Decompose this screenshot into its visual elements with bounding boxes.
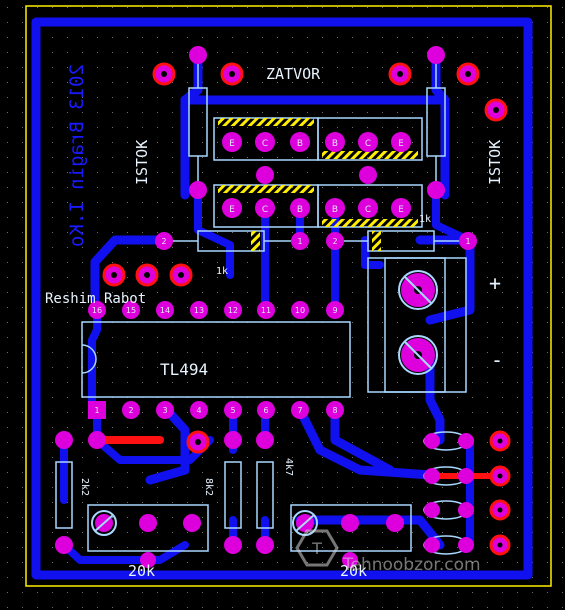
label-zatvor: ZATVOR <box>266 65 321 83</box>
pin-letter: C <box>262 205 268 215</box>
chip-pin-number: 2 <box>128 406 133 415</box>
chip-pin-number: 10 <box>295 306 305 315</box>
chip-pin-number: 7 <box>297 406 302 415</box>
pot-right-label: 20k <box>340 562 367 580</box>
chip-pin-number: 4 <box>196 406 201 415</box>
res-4k7-label: 4k7 <box>283 458 294 476</box>
chip-pin-number: 12 <box>228 306 238 315</box>
pin-letter: C <box>365 139 371 149</box>
istok-left-label: ISTOK <box>133 140 151 185</box>
transistor-pin-letters: E C B B C E E C B B C E <box>229 139 404 215</box>
reshim-label: Reshim Rabot <box>45 291 146 307</box>
transistor-hatch-marks <box>218 118 418 251</box>
chip-pin-number: 13 <box>194 306 204 315</box>
res-pin-number: 2 <box>332 237 337 246</box>
chip-pin-number: 9 <box>332 306 337 315</box>
plus-label: + <box>489 271 501 295</box>
chip-pin-number: 11 <box>261 306 271 315</box>
chip-pin-number: 16 <box>92 306 102 315</box>
res-2k2-label: 2k2 <box>79 478 90 496</box>
chip-label: TL494 <box>160 360 208 379</box>
istok-right-label: ISTOK <box>486 140 504 185</box>
pin-letter: E <box>229 139 235 149</box>
pin-letter: E <box>398 139 404 149</box>
pin-letter: B <box>297 139 303 149</box>
res-1k-left-label: 1k <box>216 266 228 277</box>
pin-letter: B <box>297 205 303 215</box>
pot-left-label: 20k <box>128 562 155 580</box>
resistor-pin-numbers: 2 1 2 1 <box>161 237 470 246</box>
res-pin-number: 2 <box>161 237 166 246</box>
zatvor-label: ZATVOR <box>266 65 321 83</box>
watermark-logo-letter: T <box>311 539 322 558</box>
mounting-pads-red-rings <box>102 62 511 556</box>
res-1k-right-label: 1k <box>419 214 431 225</box>
pin-letter: C <box>262 139 268 149</box>
watermark-logo-icon <box>295 529 339 567</box>
chip-pin-number: 1 <box>94 406 99 415</box>
pin-letter: E <box>229 205 235 215</box>
minus-label: - <box>491 348 503 372</box>
res-8k2-label: 8k2 <box>203 478 214 496</box>
watermark-text: Tehnoobzor.com <box>342 555 481 575</box>
mirrored-copper-text: 2013 Bragin I.Ko <box>66 64 88 247</box>
chip-pin-number: 8 <box>332 406 337 415</box>
chip-pin-number: 15 <box>126 306 136 315</box>
chip-pin-number: 3 <box>162 406 167 415</box>
watermark: T Tehnoobzor.com <box>295 529 481 575</box>
pin-letter: E <box>398 205 404 215</box>
board-frame <box>25 5 552 587</box>
pin-letter: B <box>332 139 338 149</box>
ground-plane-outline <box>31 17 533 580</box>
chip-pin-number: 14 <box>160 306 170 315</box>
pin-letter: C <box>365 205 371 215</box>
chip-pin-number: 5 <box>230 406 235 415</box>
res-pin-number: 1 <box>297 237 302 246</box>
terminal-screws <box>91 270 438 536</box>
res-pin-number: 1 <box>465 237 470 246</box>
chip-pin-number: 6 <box>263 406 268 415</box>
pin-letter: B <box>332 205 338 215</box>
chip-pin-numbers: 16 15 14 13 12 11 10 9 1 2 3 4 5 6 7 8 <box>92 306 338 415</box>
